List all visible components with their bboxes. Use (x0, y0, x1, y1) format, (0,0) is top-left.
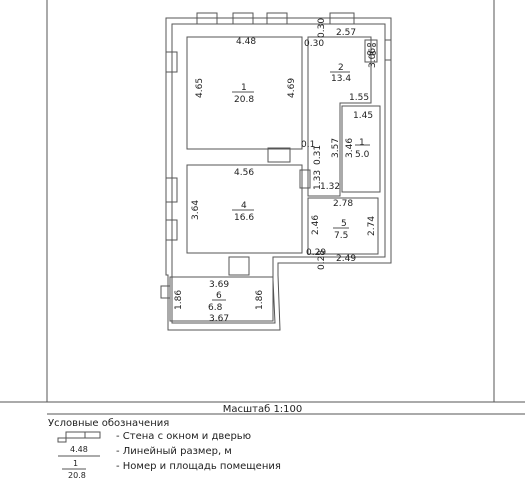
room-6-outline (169, 276, 274, 322)
dim-r5-gap2: 0.28 (317, 250, 327, 270)
room-4-outline (186, 164, 303, 254)
room-4-area: 16.6 (234, 213, 254, 223)
window (384, 39, 392, 61)
window (329, 12, 355, 25)
dim-r6-bottom: 3.67 (209, 314, 229, 324)
dim-r3-right: 3.46 (345, 138, 355, 158)
legend-wall-label: - Стена с окном и дверью (116, 431, 252, 442)
room-2-number: 2 (338, 63, 344, 73)
room-3-number: 1 (359, 138, 365, 148)
room-2-area: 13.4 (331, 74, 351, 84)
door (267, 147, 291, 163)
room-6-area: 6.8 (208, 303, 223, 313)
room-1-outline (186, 36, 303, 150)
dim-r5-gap1: 0.29 (306, 248, 326, 258)
window (232, 12, 254, 25)
legend-room-label: - Номер и площадь помещения (116, 461, 281, 472)
room-4-number: 4 (241, 201, 247, 211)
window (165, 219, 178, 241)
door (299, 169, 311, 189)
legend-sample-dim: 4.48 (70, 445, 88, 454)
dim-r5-left: 2.46 (311, 215, 321, 235)
window (266, 12, 288, 25)
window (165, 177, 178, 203)
dim-r2-inner: 1.55 (349, 93, 369, 103)
dim-r4-left: 3.64 (191, 200, 201, 220)
legend-sample-num: 1 (73, 459, 78, 468)
room-5-number: 5 (341, 219, 347, 229)
legend-wall-sample (57, 431, 101, 443)
dim-r3-top: 1.45 (353, 111, 373, 121)
dim-r2-door: 0.30 (304, 39, 324, 49)
room-2-outline (307, 36, 372, 197)
window (160, 285, 171, 299)
room-6-number: 6 (216, 291, 222, 301)
legend-dim-label: - Линейный размер, м (116, 446, 232, 457)
room-1-number: 1 (241, 83, 247, 93)
dim-r6-right: 1.86 (255, 290, 265, 310)
window (228, 256, 250, 276)
dim-r1-left: 4.65 (195, 78, 205, 98)
dim-r2-top: 2.57 (336, 28, 356, 38)
window (196, 12, 218, 25)
dim-r4-top: 4.56 (234, 168, 254, 178)
dim-r3-left: 3.57 (331, 138, 341, 158)
scale-label: Масштаб 1:100 (222, 404, 303, 415)
dim-gap3: 1.33 (313, 170, 323, 190)
outer-wall (165, 17, 392, 331)
room-5-outline (307, 197, 379, 255)
room-5-area: 7.5 (334, 231, 348, 241)
stove (364, 39, 378, 63)
room-1-area: 20.8 (234, 95, 254, 105)
window (165, 51, 178, 73)
legend-title: Условные обозначения (48, 418, 170, 429)
dim-r5-bottom: 2.49 (336, 254, 356, 264)
dim-gap1: 0.1 (301, 140, 315, 150)
dim-r6-left: 1.86 (174, 290, 184, 310)
dim-r2-right: 3.06 (368, 48, 378, 68)
dim-r6-top: 3.69 (209, 280, 229, 290)
dim-r5-top: 2.78 (333, 199, 353, 209)
legend-sample-area: 20.8 (68, 471, 86, 480)
dim-r2-door2: 0.30 (317, 18, 327, 38)
dim-r1-top: 4.48 (236, 37, 256, 47)
room-3-outline (341, 105, 381, 193)
room-3-area: 5.0 (355, 150, 370, 160)
dim-r3-bottom: 1.32 (320, 182, 340, 192)
dim-gap2: 0.31 (313, 145, 323, 165)
dim-r1-right: 4.69 (287, 78, 297, 98)
dim-r5-right: 2.74 (367, 216, 377, 236)
